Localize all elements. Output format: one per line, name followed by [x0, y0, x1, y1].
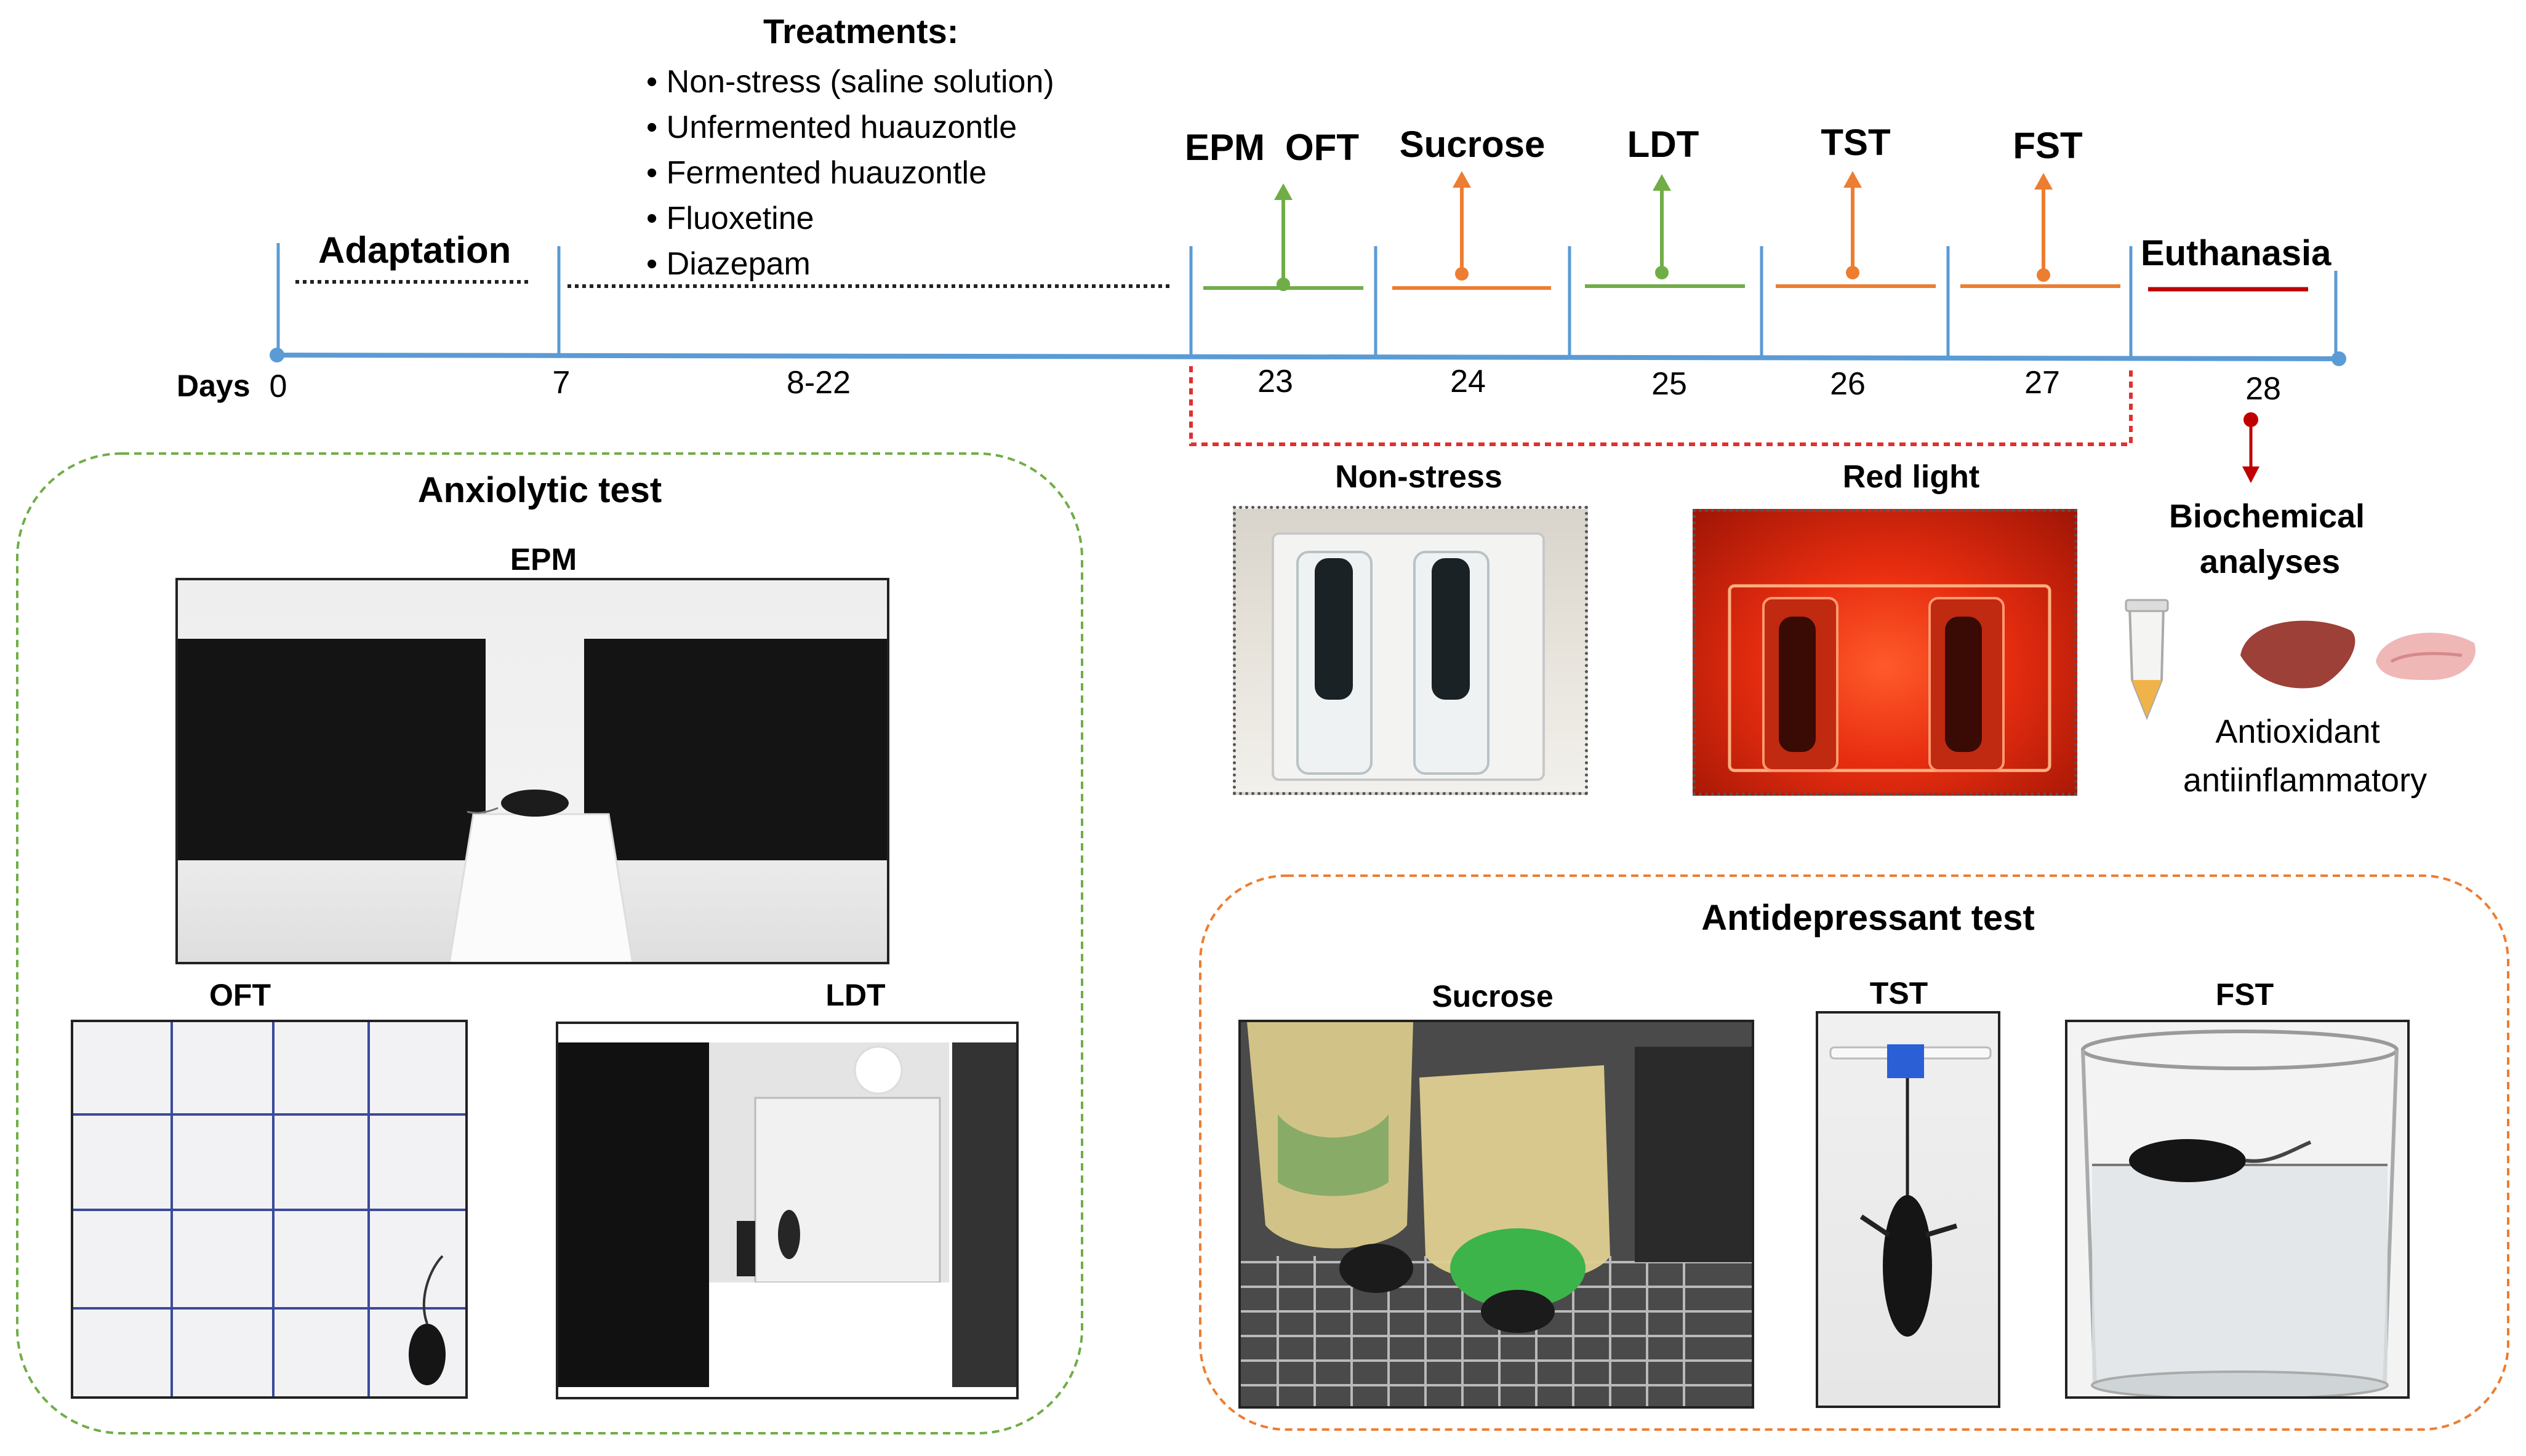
timeline-end-dot	[2332, 351, 2346, 366]
anxiolytic-panel-border	[16, 452, 1083, 1434]
test-label-oft: OFT	[1285, 127, 1359, 168]
test-label-sucrose: Sucrose	[1399, 124, 1546, 165]
red-light-label: Red light	[1842, 459, 1980, 495]
biochem-title-line2: analyses	[2199, 543, 2341, 580]
biochem-arrow	[2242, 412, 2259, 483]
biochem-icons	[2125, 599, 2476, 721]
stress-bracket	[1189, 366, 2133, 446]
test-label-ldt: LDT	[1627, 124, 1699, 165]
timeline-axis	[276, 353, 2340, 361]
treatment-item: • Unfermented huauzontle	[646, 110, 1017, 145]
antidepressant-panel-border	[1199, 874, 2509, 1431]
tick-label-28: 28	[2245, 371, 2281, 407]
tst-label: TST	[1869, 976, 1928, 1010]
tick-label-27: 27	[2024, 365, 2060, 401]
tick-label-24: 24	[1450, 364, 1486, 399]
tick-label-7: 7	[552, 365, 571, 401]
tube-icon	[2125, 599, 2169, 721]
antidepressant-title: Antidepressant test	[1701, 898, 2035, 938]
treatments-title: Treatments:	[763, 12, 959, 50]
epm-photo	[175, 578, 889, 964]
biochem-sub-line2: antiinflammatory	[2183, 762, 2428, 799]
fst-label: FST	[2215, 977, 2274, 1012]
marker-epm-oft	[1203, 183, 1363, 291]
ldt-photo	[556, 1022, 1019, 1399]
test-label-fst: FST	[2013, 125, 2083, 166]
biochem-title-line1: Biochemical	[2168, 498, 2365, 535]
marker-fst	[1960, 173, 2120, 288]
marker-sucrose	[1392, 171, 1551, 290]
fst-photo	[2065, 1020, 2410, 1399]
ldt-label: LDT	[825, 978, 886, 1012]
tst-photo	[1816, 1011, 2000, 1408]
tick-label-25: 25	[1651, 366, 1687, 402]
test-label-epm: EPM	[1184, 127, 1265, 168]
treatment-item: • Diazepam	[646, 246, 811, 282]
treatment-item: • Fermented huauzontle	[646, 155, 987, 191]
marker-ldt	[1585, 174, 1745, 288]
biochem-sub-line1: Antioxidant	[2215, 713, 2380, 750]
sucrose-label: Sucrose	[1432, 979, 1554, 1014]
non-stress-label: Non-stress	[1335, 459, 1502, 495]
tick-label-8-22: 8-22	[786, 365, 851, 401]
oft-label: OFT	[209, 978, 271, 1012]
adaptation-label: Adaptation	[318, 230, 511, 271]
treatments-list: • Non-stress (saline solution) • Unferme…	[646, 59, 1054, 287]
tick-label-26: 26	[1830, 366, 1866, 402]
anxiolytic-title: Anxiolytic test	[417, 470, 662, 510]
sucrose-photo	[1238, 1020, 1754, 1409]
brain-icon	[2376, 633, 2476, 680]
non-stress-photo	[1233, 506, 1588, 795]
epm-label: EPM	[510, 542, 577, 577]
liver-icon	[2240, 620, 2356, 689]
treatment-item: • Non-stress (saline solution)	[646, 64, 1054, 100]
tick-label-23: 23	[1257, 364, 1293, 399]
test-label-tst: TST	[1821, 122, 1891, 163]
marker-tst	[1776, 171, 1936, 288]
treatment-item: • Fluoxetine	[646, 201, 814, 236]
euthanasia-label: Euthanasia	[2141, 233, 2332, 273]
red-light-photo	[1693, 509, 2077, 796]
tick-label-0: 0	[269, 369, 287, 404]
oft-photo	[71, 1020, 468, 1399]
days-label: Days	[177, 369, 251, 403]
